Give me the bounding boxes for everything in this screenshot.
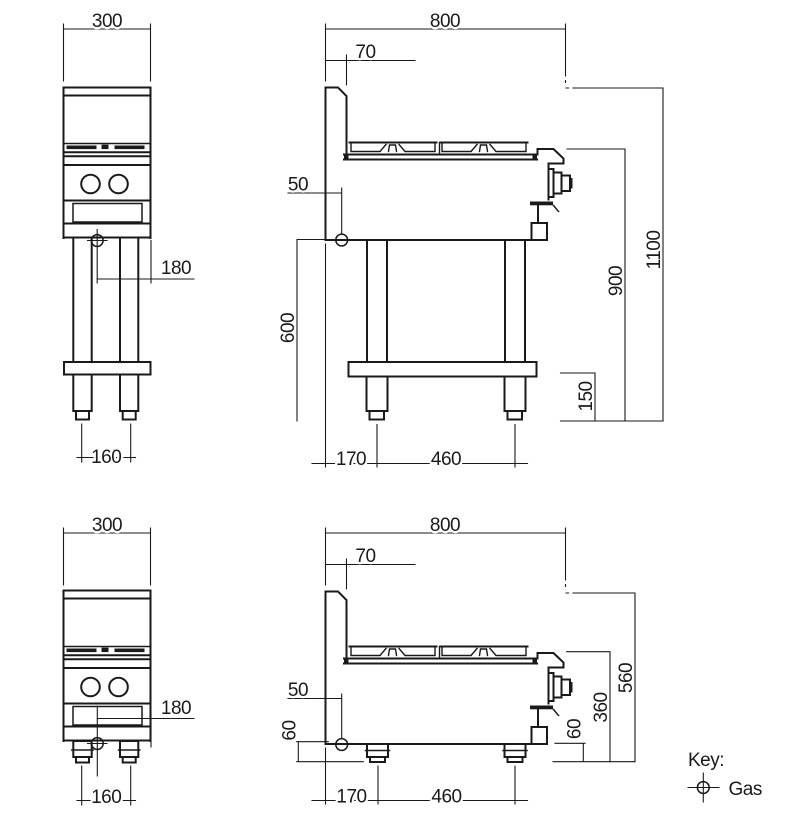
- stand-legs: [366, 239, 526, 363]
- stand-feet: [72, 373, 140, 421]
- dim-leg-spacing-label: 460: [431, 449, 461, 470]
- bench-feet: [364, 743, 528, 763]
- dim-leg-spacing-label: 460: [431, 787, 461, 808]
- dim-hob-height-label: 360: [591, 692, 612, 722]
- dim-splashback-label: 70: [355, 546, 375, 567]
- dim-width-label: 300: [92, 11, 122, 32]
- cooktop-front-body: [62, 86, 152, 239]
- side-view-stand-model: 800 70 50 600 900 1100 150 170 460: [276, 9, 668, 473]
- dimensions-side-bench: 800 70 50 60 170 460 60 360 560: [277, 513, 639, 810]
- dim-front-leg-offset-label: 170: [336, 787, 366, 808]
- dim-foot-zone-label: 150: [576, 381, 597, 411]
- cooktop-side-body: [324, 86, 573, 241]
- stand-shelf: [347, 361, 538, 378]
- side-view-benchtop-model: 800 70 50 60 170 460 60 360 560: [277, 513, 639, 810]
- dim-under-height-label: 600: [278, 313, 299, 343]
- dim-depth-label: 800: [430, 515, 460, 536]
- stand-shelf: [63, 361, 152, 376]
- dim-splashback-label: 70: [355, 42, 375, 63]
- dim-gas-setback-label: 50: [288, 175, 308, 196]
- dim-front-leg-offset-label: 170: [336, 449, 366, 470]
- dim-hob-height-label: 900: [606, 266, 627, 296]
- legend-title: Key:: [688, 750, 724, 771]
- dim-gas-offset-label: 180: [161, 698, 191, 719]
- dimensions-front-stand: 300 180 160: [62, 9, 195, 470]
- dim-gas-setback-label: 50: [288, 680, 308, 701]
- dimensions-side-stand: 800 70 50 600 900 1100 150 170 460: [276, 9, 668, 473]
- gas-connection-icon: [86, 705, 108, 777]
- gas-connection-icon: [86, 228, 108, 284]
- dim-foot-spacing-label: 160: [91, 447, 121, 468]
- bench-feet: [71, 740, 141, 764]
- dim-foot-spacing-label: 160: [91, 787, 121, 808]
- dim-gas-offset-label: 180: [161, 258, 191, 279]
- stand-legs: [72, 237, 140, 363]
- legend-gas-label: Gas: [729, 779, 762, 800]
- dim-overall-height-label: 560: [616, 663, 637, 693]
- cooktop-side-body: [324, 590, 573, 745]
- front-view-stand-model: 300 180 160: [62, 9, 195, 470]
- front-view-benchtop-model: 300 180 160: [62, 513, 195, 810]
- legend: Key: Gas: [686, 748, 765, 803]
- dim-overall-height-label: 1100: [644, 231, 665, 270]
- dim-width-label: 300: [92, 515, 122, 536]
- dim-gas-height-right-label: 60: [564, 719, 585, 739]
- stand-feet: [365, 375, 527, 421]
- dimensions-front-bench: 300 180 160: [62, 513, 195, 810]
- dim-depth-label: 800: [430, 11, 460, 32]
- gas-symbol-icon: [687, 772, 720, 803]
- dim-gas-height-left-label: 60: [279, 720, 300, 740]
